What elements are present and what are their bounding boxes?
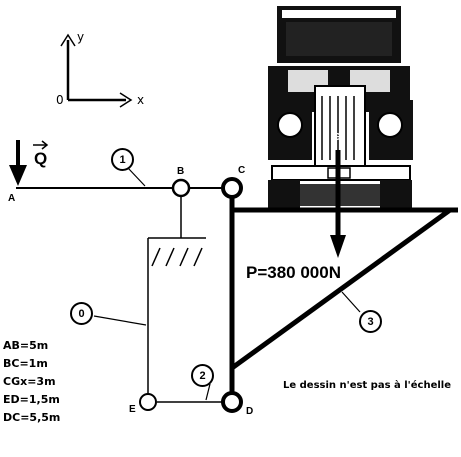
bar-3-marker: 3 bbox=[359, 310, 382, 333]
dimension-CGx: CGx=3m bbox=[3, 375, 56, 388]
bar-0-support bbox=[147, 197, 206, 393]
dimensions-list: AB=5m BC=1m CGx=3m ED=1,5m DC=5,5m bbox=[3, 337, 60, 427]
point-E-label: E bbox=[129, 404, 136, 415]
joint-D bbox=[221, 391, 243, 413]
joint-E bbox=[139, 393, 157, 411]
bar-1-marker: 1 bbox=[111, 148, 134, 171]
coordinate-axes bbox=[60, 33, 133, 108]
bar-0-marker: 0 bbox=[70, 302, 93, 325]
point-A-label: A bbox=[8, 193, 16, 204]
dimension-BC: BC=1m bbox=[3, 357, 48, 370]
point-B-label: B bbox=[177, 166, 185, 177]
truck-front-view bbox=[268, 6, 413, 208]
load-P-label: P=380 000N bbox=[246, 263, 341, 282]
point-G-label: G bbox=[333, 132, 341, 143]
point-C-label: C bbox=[238, 165, 246, 176]
support-structure bbox=[229, 188, 458, 402]
y-axis-label: y bbox=[77, 30, 85, 44]
joint-C bbox=[221, 177, 243, 199]
joint-B bbox=[171, 178, 191, 198]
point-D-label: D bbox=[246, 406, 254, 417]
load-Q-arrow bbox=[9, 140, 49, 186]
dimension-ED: ED=1,5m bbox=[3, 393, 60, 406]
x-axis-label: x bbox=[137, 93, 145, 107]
load-Q-label: Q bbox=[34, 149, 48, 168]
dimension-AB: AB=5m bbox=[3, 339, 49, 352]
dimension-DC: DC=5,5m bbox=[3, 411, 61, 424]
bar-2-marker: 2 bbox=[191, 364, 214, 387]
label-leaders bbox=[93, 167, 361, 401]
origin-label: 0 bbox=[56, 93, 64, 107]
scale-note: Le dessin n'est pas à l'échelle bbox=[283, 380, 451, 391]
load-P-arrow bbox=[330, 150, 346, 258]
